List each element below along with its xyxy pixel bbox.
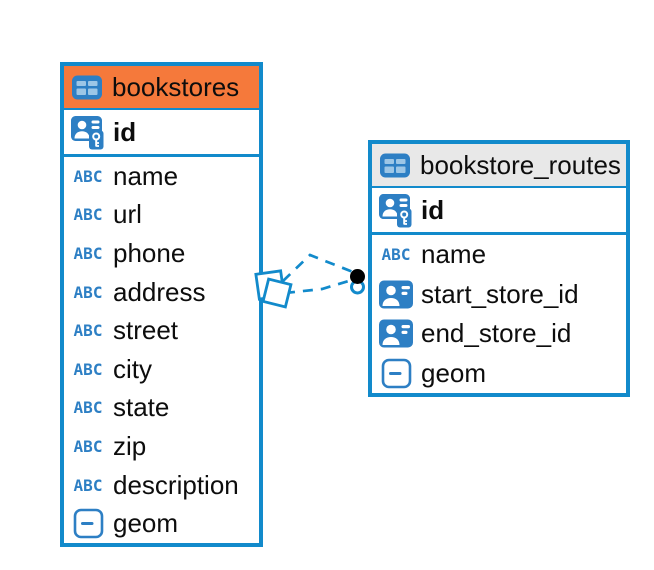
column-row-address[interactable]: ABC address bbox=[64, 273, 259, 312]
column-name: description bbox=[113, 469, 239, 500]
text-abc-icon: ABC bbox=[73, 243, 103, 263]
text-abc-icon: ABC bbox=[73, 359, 103, 379]
column-row-state[interactable]: ABC state bbox=[64, 389, 259, 428]
column-name: name bbox=[113, 160, 179, 191]
column-row-city[interactable]: ABC city bbox=[64, 350, 259, 389]
text-abc-icon: ABC bbox=[73, 398, 103, 418]
column-name: geom bbox=[421, 357, 487, 388]
column-name: end_store_id bbox=[421, 318, 572, 349]
column-row-phone[interactable]: ABC phone bbox=[64, 234, 259, 273]
table-title: bookstore_routes bbox=[420, 149, 621, 180]
column-name: city bbox=[113, 353, 152, 384]
column-row-zip[interactable]: ABC zip bbox=[64, 427, 259, 466]
text-abc-icon: ABC bbox=[73, 205, 103, 225]
geometry-icon bbox=[69, 508, 107, 539]
column-name: id bbox=[113, 116, 137, 147]
text-abc-icon: ABC bbox=[381, 245, 411, 265]
column-row-id[interactable]: id bbox=[372, 188, 626, 235]
column-name: phone bbox=[113, 237, 186, 268]
foreign-key-icon bbox=[377, 279, 415, 310]
text-abc-icon: ABC bbox=[73, 321, 103, 341]
table-title: bookstores bbox=[112, 71, 240, 102]
table-header[interactable]: bookstore_routes bbox=[372, 144, 626, 188]
column-name: name bbox=[421, 239, 487, 270]
geometry-icon bbox=[377, 358, 415, 389]
relationship-line-2[interactable] bbox=[284, 278, 353, 295]
primary-key-icon bbox=[69, 114, 107, 151]
text-abc-icon: ABC bbox=[73, 475, 103, 495]
primary-key-icon bbox=[377, 192, 415, 229]
column-name: state bbox=[113, 392, 170, 423]
column-row-name[interactable]: ABC name bbox=[64, 157, 259, 196]
column-row-description[interactable]: ABC description bbox=[64, 466, 259, 505]
column-row-start_store_id[interactable]: start_store_id bbox=[372, 275, 626, 315]
column-name: zip bbox=[113, 430, 147, 461]
table-icon bbox=[71, 74, 103, 101]
column-row-url[interactable]: ABC url bbox=[64, 196, 259, 235]
column-row-geom[interactable]: geom bbox=[372, 354, 626, 394]
column-name: url bbox=[113, 199, 142, 230]
column-row-name[interactable]: ABC name bbox=[372, 235, 626, 275]
column-row-id[interactable]: id bbox=[64, 110, 259, 157]
relationship-target-marker[interactable] bbox=[350, 269, 365, 295]
text-abc-icon: ABC bbox=[73, 436, 103, 456]
table-header[interactable]: bookstores bbox=[64, 66, 259, 110]
text-abc-icon: ABC bbox=[73, 166, 103, 186]
column-row-geom[interactable]: geom bbox=[64, 504, 259, 543]
column-name: geom bbox=[113, 508, 179, 539]
column-name: start_store_id bbox=[421, 278, 579, 309]
text-abc-icon: ABC bbox=[73, 282, 103, 302]
column-name: street bbox=[113, 315, 179, 346]
table-icon bbox=[379, 152, 411, 179]
column-row-end_store_id[interactable]: end_store_id bbox=[372, 314, 626, 354]
column-name: id bbox=[421, 194, 445, 225]
column-name: address bbox=[113, 276, 206, 307]
column-row-street[interactable]: ABC street bbox=[64, 311, 259, 350]
relationship-line-1[interactable] bbox=[282, 253, 354, 282]
foreign-key-icon bbox=[377, 318, 415, 349]
